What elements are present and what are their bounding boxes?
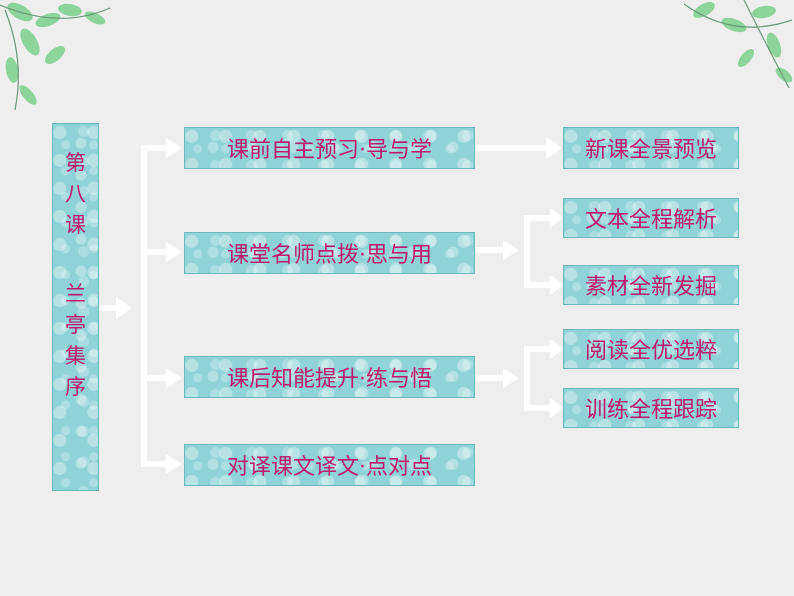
lesson-title-box: 第 八 课 兰 亭 集 序	[52, 123, 99, 491]
section-classroom-link[interactable]: 课堂名师点拨·思与用	[184, 232, 475, 274]
title-char: 课	[65, 213, 86, 237]
sub-training-link[interactable]: 训练全程跟踪	[563, 388, 739, 428]
sub-material-link[interactable]: 素材全新发掘	[563, 265, 739, 305]
sub-reading-link[interactable]: 阅读全优选粹	[563, 329, 739, 369]
section-after-class-link[interactable]: 课后知能提升·练与悟	[184, 356, 475, 398]
title-char: 兰	[65, 282, 86, 306]
title-char: 第	[65, 151, 86, 175]
section-translation-link[interactable]: 对译课文译文·点对点	[184, 444, 475, 486]
title-char: 集	[65, 344, 86, 368]
section-preview-link[interactable]: 课前自主预习·导与学	[184, 127, 475, 169]
title-char: 亭	[65, 313, 86, 337]
sub-text-analysis-link[interactable]: 文本全程解析	[563, 198, 739, 238]
title-char: 序	[65, 375, 86, 399]
sub-overview-link[interactable]: 新课全景预览	[563, 127, 739, 169]
title-char: 八	[65, 182, 86, 206]
